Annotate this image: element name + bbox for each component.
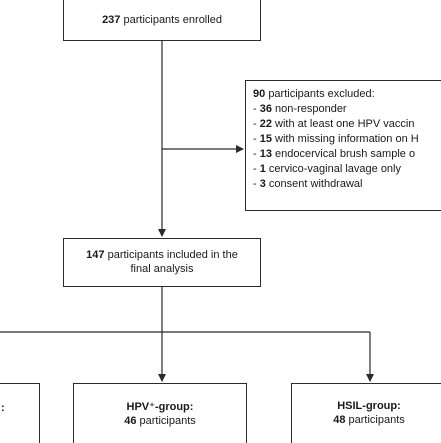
included-count: 147 — [86, 249, 105, 261]
excluded-item-count: 3 — [259, 178, 266, 190]
excluded-header: 90 participants excluded: — [253, 87, 441, 102]
excluded-item-prefix: - — [253, 148, 260, 160]
excluded-item-text: non-responder — [275, 103, 347, 115]
hpv-group-text: participants — [139, 415, 196, 427]
excluded-item-prefix: - — [253, 118, 260, 130]
excluded-item: - 13 endocervical brush sample o — [253, 147, 441, 162]
included-text-line2: final analysis — [130, 263, 194, 275]
included-box: 147 participants included in the final a… — [63, 238, 261, 287]
excluded-item-count: 13 — [259, 148, 272, 160]
enrolled-box: 237 participants enrolled — [63, 0, 261, 41]
included-text-line1: participants included in the — [107, 249, 238, 261]
enrolled-text: participants enrolled — [123, 14, 222, 26]
excluded-item-count: 22 — [259, 118, 272, 130]
hsil-group-count: 48 — [333, 414, 346, 426]
excluded-item-text: consent withdrawal — [268, 178, 363, 190]
hsil-group-title: HSIL-group: — [337, 400, 401, 412]
excluded-box: 90 participants excluded: - 36 non-respo… — [245, 80, 441, 211]
hsil-group-text: participants — [348, 414, 405, 426]
excluded-item-prefix: - — [253, 133, 260, 145]
excluded-item-prefix: - — [253, 163, 260, 175]
excluded-item: - 15 with missing information on H — [253, 132, 441, 147]
hsil-group-box: HSIL-group: 48 participants — [291, 383, 441, 443]
enrolled-count: 237 — [102, 14, 121, 26]
excluded-item-prefix: - — [253, 178, 260, 190]
hpv-group-box: HPV⁺-group: 46 participants — [73, 383, 247, 443]
excluded-item-prefix: - — [253, 103, 260, 115]
excluded-item: - 3 consent withdrawal — [253, 177, 441, 192]
hpv-group-title: HPV⁺-group: — [126, 401, 194, 413]
excluded-item-text: with at least one HPV vaccin — [275, 118, 415, 130]
excluded-item: - 22 with at least one HPV vaccin — [253, 117, 441, 132]
excluded-item-count: 15 — [259, 133, 272, 145]
hpv-group-count: 46 — [124, 415, 137, 427]
excluded-item: - 36 non-responder — [253, 102, 441, 117]
excluded-item-text: endocervical brush sample o — [275, 148, 416, 160]
excluded-item-text: cervico-vaginal lavage only — [268, 163, 401, 175]
excluded-item-text: with missing information on H — [275, 133, 419, 145]
excluded-count: 90 — [253, 88, 266, 100]
left-group-box: : — [0, 383, 40, 443]
left-group-label: : — [1, 402, 5, 414]
excluded-item-count: 36 — [259, 103, 272, 115]
excluded-item: - 1 cervico-vaginal lavage only — [253, 162, 441, 177]
excluded-text: participants excluded: — [268, 88, 375, 100]
excluded-item-count: 1 — [259, 163, 266, 175]
